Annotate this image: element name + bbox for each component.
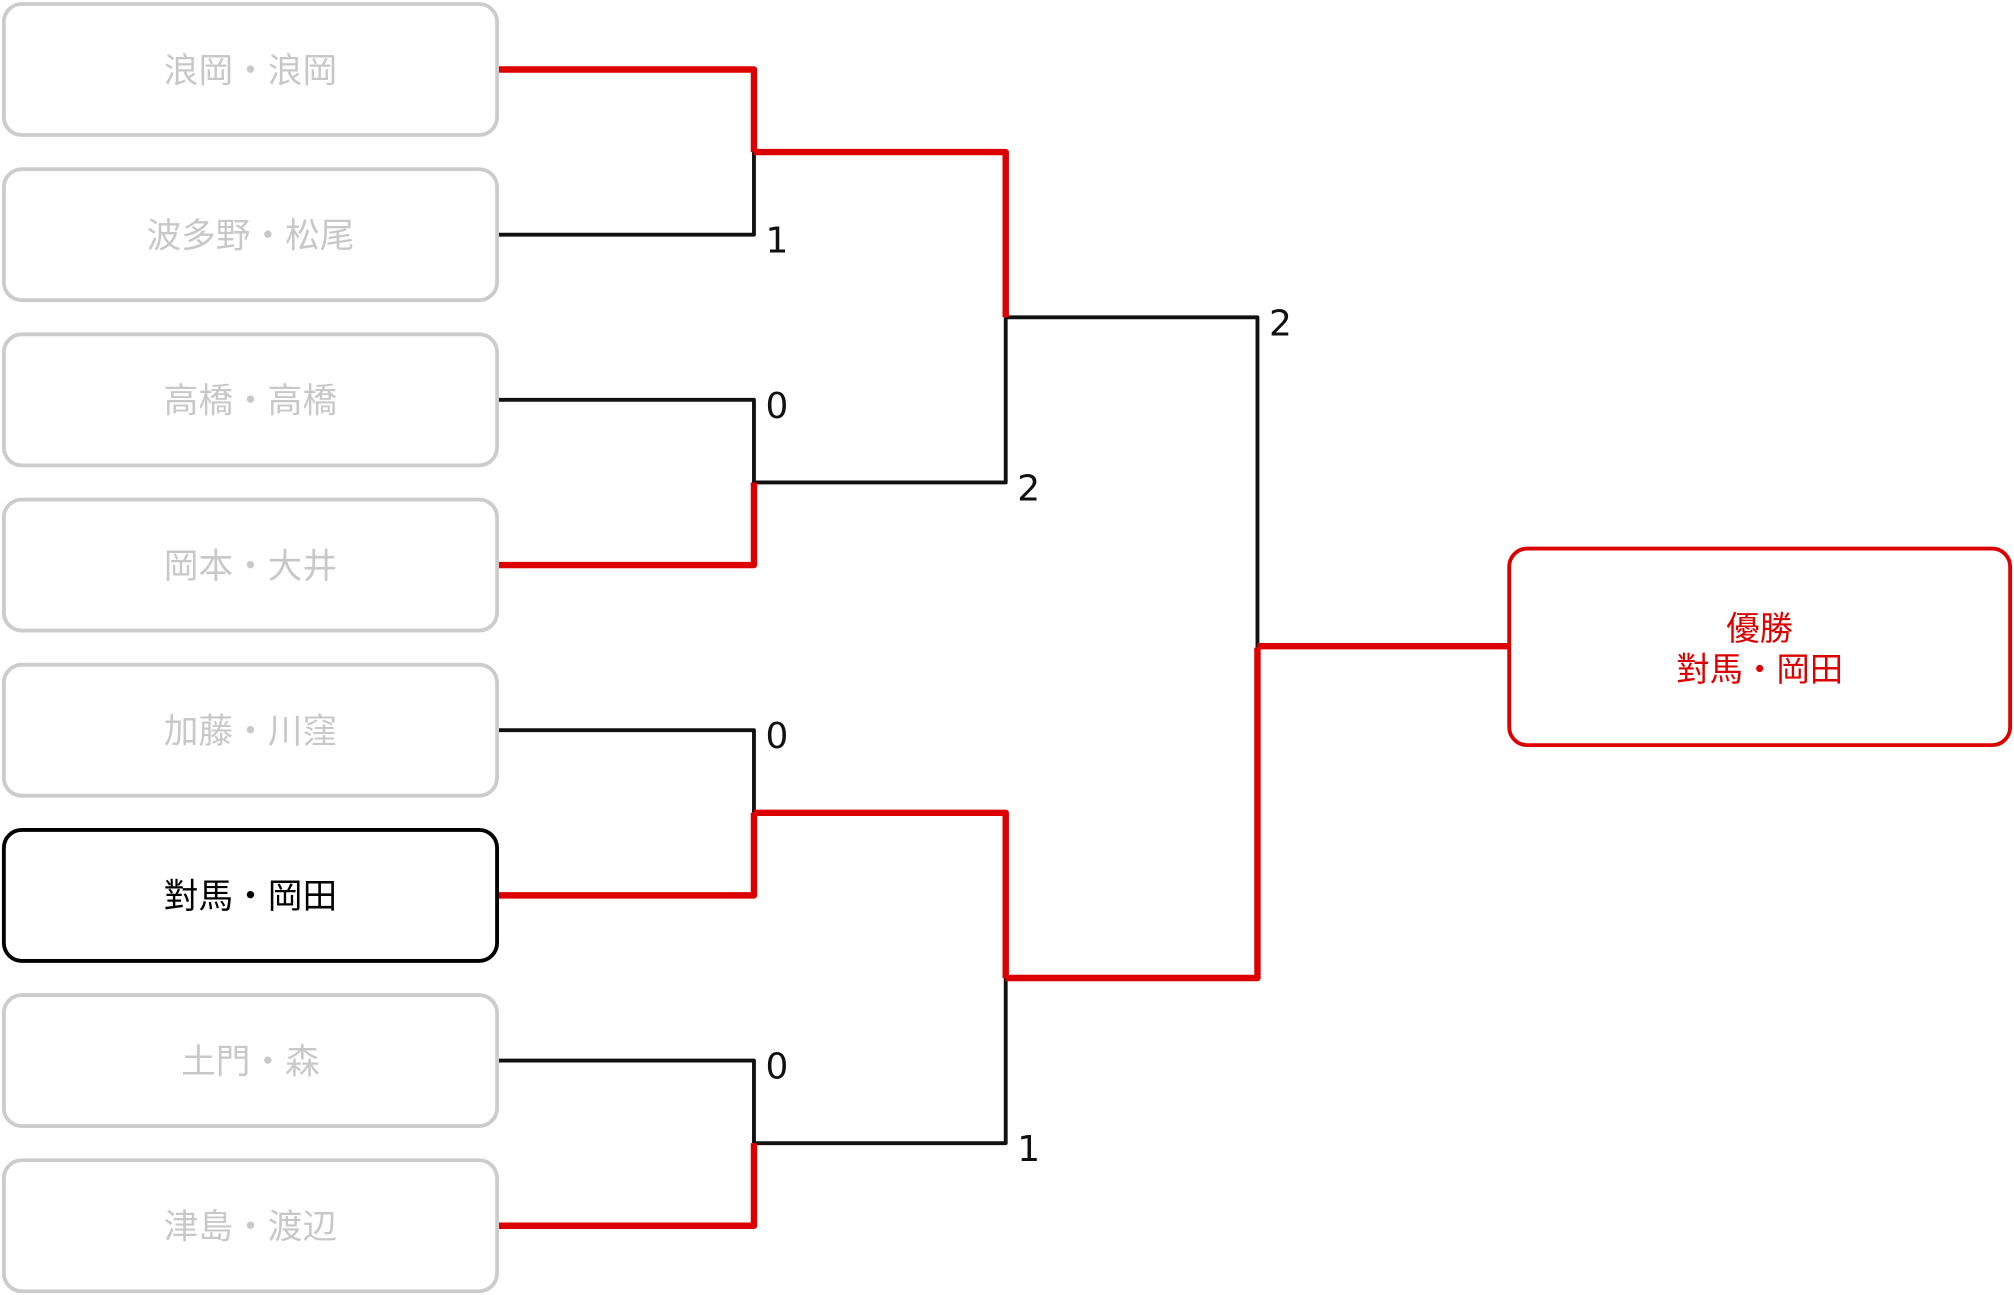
- champion-name: 對馬・岡田: [1676, 650, 1843, 689]
- bracket-lines: [497, 66, 1510, 1229]
- loser-line: [497, 1058, 756, 1144]
- team-slot[interactable]: 土門・森: [1, 993, 500, 1129]
- team-name: 高橋・高橋: [164, 382, 337, 422]
- loser-line: [497, 397, 756, 483]
- winner-line: [753, 148, 1009, 318]
- team-slot[interactable]: 波多野・松尾: [1, 167, 500, 303]
- team-slot[interactable]: 岡本・大井: [1, 497, 500, 633]
- team-box-border: [1, 2, 500, 137]
- winner-line: [497, 66, 758, 153]
- team-slot[interactable]: 津島・渡辺: [1, 1158, 500, 1294]
- team-name: 津島・渡辺: [164, 1208, 337, 1248]
- team-box-border: [1, 167, 500, 303]
- score-labels: 1 0 0 0 2 1 2: [766, 221, 1292, 1170]
- team-box-border: [1, 332, 500, 468]
- match-score: 2: [1269, 303, 1292, 344]
- winner-line: [497, 812, 758, 899]
- champion-label: 優勝: [1726, 609, 1793, 648]
- match-score: 0: [766, 1047, 789, 1088]
- champion-box[interactable]: 優勝 對馬・岡田: [1507, 546, 2013, 748]
- loser-line: [497, 152, 756, 237]
- team-box-border: [1, 993, 500, 1129]
- match-score: 1: [766, 221, 789, 262]
- team-box-border: [1, 497, 500, 633]
- team-box-border: [1, 662, 500, 798]
- winner-line: [1005, 647, 1261, 982]
- team-box-border: [1, 1158, 500, 1294]
- match-score: 2: [1017, 468, 1040, 509]
- winner-line: [497, 1143, 758, 1229]
- match-score: 0: [766, 386, 789, 427]
- winner-line: [753, 809, 1009, 978]
- loser-line: [497, 728, 756, 813]
- loser-line: [753, 317, 1008, 485]
- team-name: 岡本・大井: [164, 547, 337, 587]
- team-name: 浪岡・浪岡: [164, 51, 337, 91]
- match-score: 1: [1017, 1129, 1040, 1170]
- team-slot[interactable]: 浪岡・浪岡: [1, 2, 500, 137]
- team-slot[interactable]: 高橋・高橋: [1, 332, 500, 468]
- team-name: 加藤・川窪: [164, 712, 337, 752]
- champion-box-border: [1507, 546, 2013, 748]
- team-slot[interactable]: 加藤・川窪: [1, 662, 500, 798]
- team-slot[interactable]: 對馬・岡田: [1, 827, 500, 963]
- team-name: 對馬・岡田: [164, 877, 337, 917]
- team-box-border: [1, 827, 500, 963]
- loser-line: [1005, 315, 1260, 648]
- team-name: 波多野・松尾: [146, 217, 354, 257]
- loser-line: [753, 977, 1008, 1146]
- match-score: 0: [766, 716, 789, 757]
- winner-line: [497, 482, 758, 569]
- team-name: 土門・森: [181, 1042, 320, 1082]
